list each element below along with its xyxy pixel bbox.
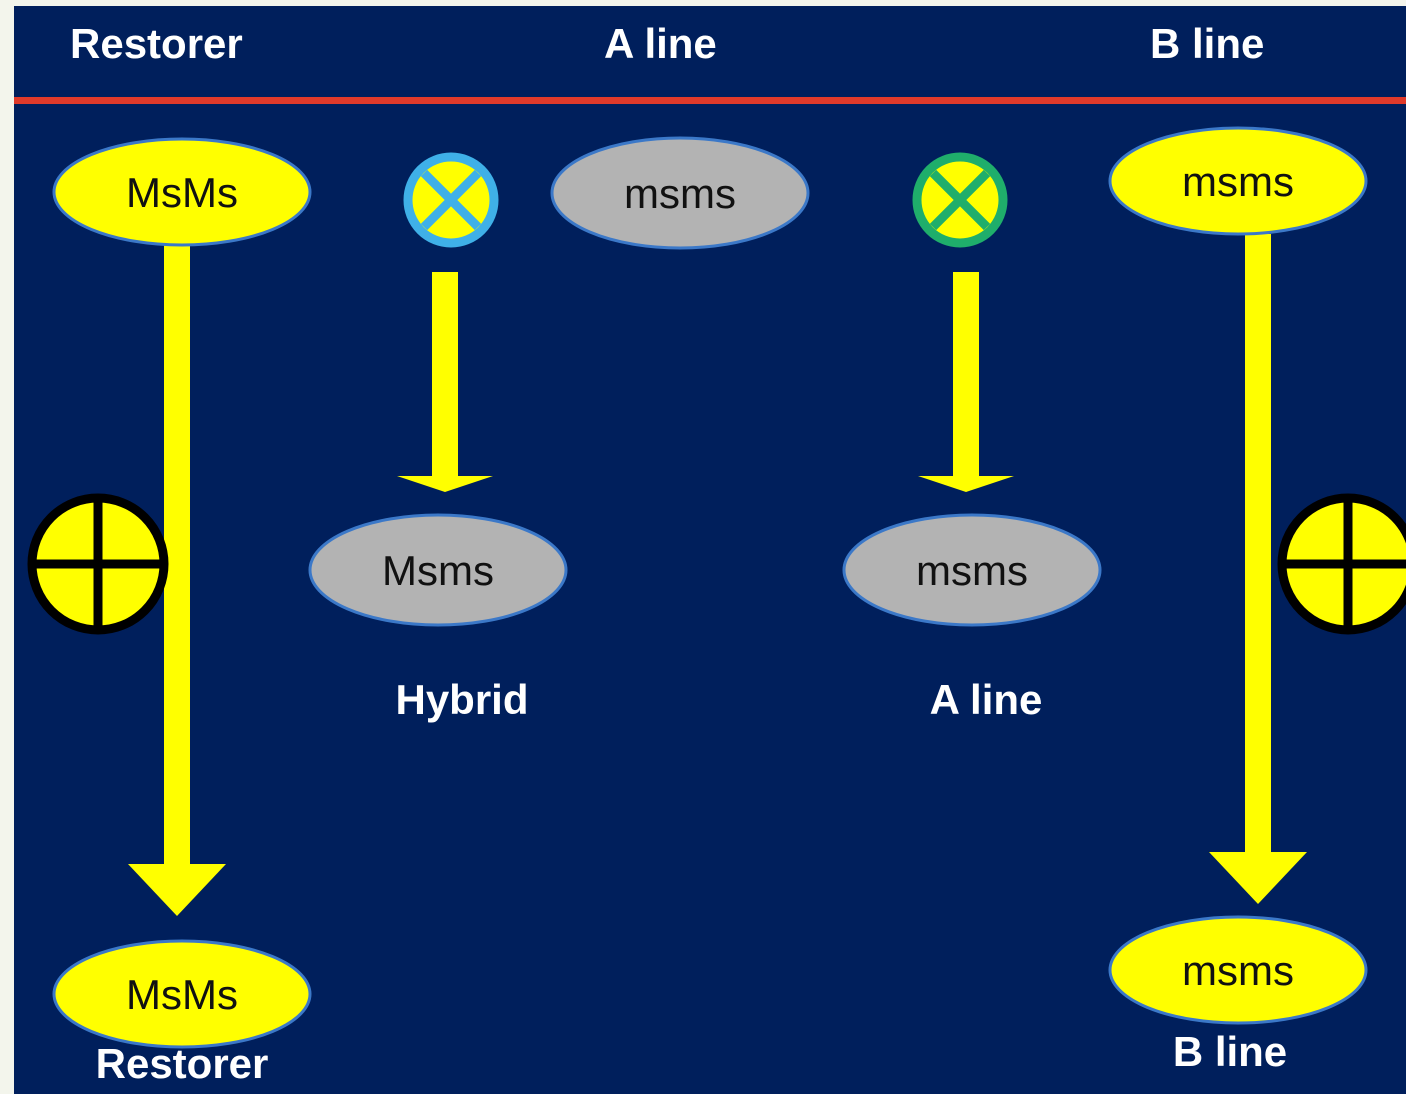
- header-b-line: B line: [1150, 20, 1264, 67]
- b-line-caption: B line: [1173, 1028, 1287, 1075]
- restorer-column: MsMs MsMs Restorer: [27, 137, 312, 1087]
- hybrid-column: Msms Hybrid: [308, 152, 568, 723]
- restorer-arrow-shaft: [164, 244, 190, 868]
- restorer-bottom-label: MsMs: [126, 971, 238, 1018]
- a-line-column: msms A line: [842, 152, 1102, 723]
- hybrid-arrow-shaft: [432, 272, 458, 480]
- cross-symbol-a-line: [912, 152, 1008, 248]
- restorer-top-oval: [52, 137, 312, 247]
- b-line-arrow-head: [1209, 852, 1307, 904]
- b-line-column: msms msms B line: [1108, 126, 1406, 1075]
- selfing-symbol-left: [27, 493, 169, 635]
- header-rule: [14, 97, 1406, 104]
- selfing-symbol-right: [1277, 493, 1406, 635]
- restorer-arrow-head: [128, 864, 226, 916]
- a-line-result-label: msms: [916, 547, 1028, 594]
- hybrid-result-label: Msms: [382, 547, 494, 594]
- hybrid-caption: Hybrid: [395, 676, 528, 723]
- cross-symbol-hybrid: [403, 152, 499, 248]
- header-restorer: Restorer: [70, 20, 243, 67]
- header: Restorer A line B line: [70, 20, 1264, 67]
- b-line-top-label: msms: [1182, 158, 1294, 205]
- b-line-bottom-label: msms: [1182, 947, 1294, 994]
- b-line-bottom-oval: [1108, 915, 1368, 1025]
- a-line-top-label: msms: [624, 170, 736, 217]
- a-line-caption: A line: [930, 676, 1043, 723]
- restorer-top-label: MsMs: [126, 169, 238, 216]
- b-line-top-oval: [1108, 126, 1368, 236]
- header-a-line: A line: [604, 20, 717, 67]
- b-line-arrow-shaft: [1245, 234, 1271, 856]
- a-line-result-oval: [842, 513, 1102, 627]
- diagram-slide: Restorer A line B line MsMs MsMs Restore…: [14, 6, 1406, 1094]
- a-line-top-oval: [550, 136, 810, 250]
- restorer-bottom-oval: [52, 939, 312, 1049]
- hybrid-result-oval: [308, 513, 568, 627]
- a-line-arrow-shaft: [953, 272, 979, 480]
- a-line-arrow-head: [918, 476, 1014, 492]
- hybrid-arrow-head: [397, 476, 493, 492]
- restorer-caption: Restorer: [96, 1040, 269, 1087]
